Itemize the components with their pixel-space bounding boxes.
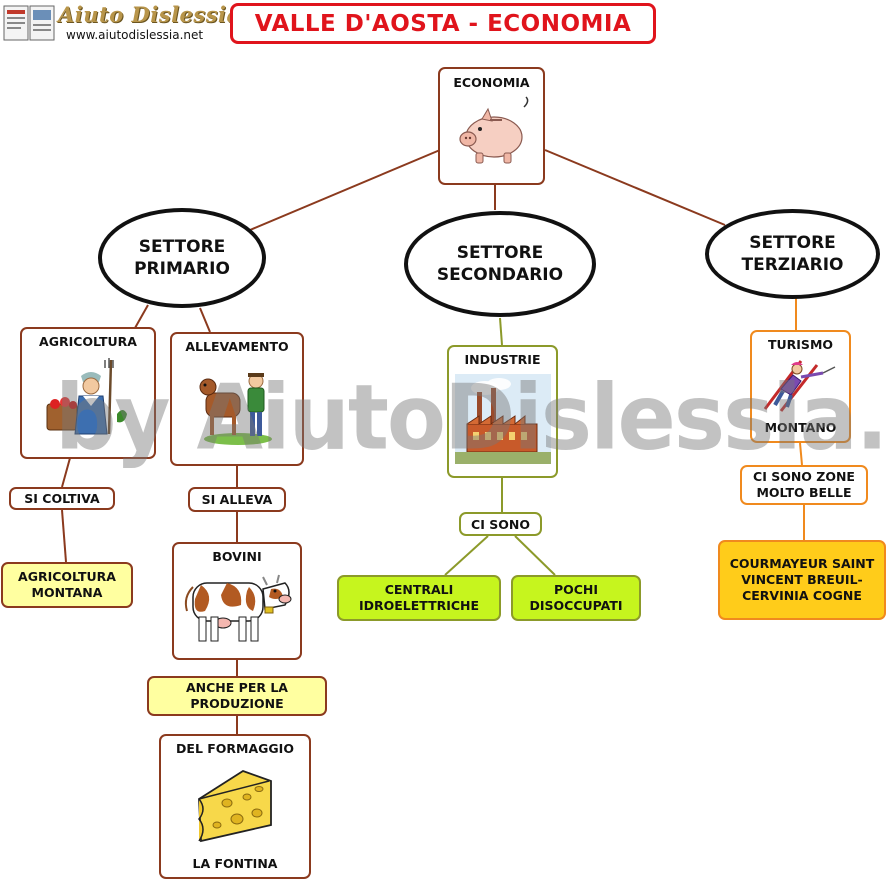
node-pochi-disoccupati: POCHI DISOCCUPATI [511, 575, 641, 621]
sector-primario: SETTORE PRIMARIO [98, 208, 266, 308]
la-fontina-label: LA FONTINA [192, 856, 278, 871]
root-label: ECONOMIA [453, 75, 530, 90]
cow-icon [179, 569, 295, 651]
piggy-bank-icon [452, 93, 532, 177]
cheese-icon [193, 763, 277, 851]
node-ci-sono: CI SONO [459, 512, 542, 536]
node-formaggio: DEL FORMAGGIO LA FONTINA [159, 734, 311, 879]
agricoltura-label: AGRICOLTURA [39, 334, 137, 349]
sector-secondario: SETTORE SECONDARIO [404, 211, 596, 317]
node-ci-sono-zone: CI SONO ZONE MOLTO BELLE [740, 465, 868, 505]
root-node-economia: ECONOMIA [438, 67, 545, 185]
montano-label: MONTANO [764, 420, 837, 435]
node-agricoltura: AGRICOLTURA [20, 327, 156, 459]
node-bovini: BOVINI [172, 542, 302, 660]
turismo-label: TURISMO [767, 337, 834, 352]
sector-terziario: SETTORE TERZIARIO [705, 209, 880, 299]
node-centrali: CENTRALI IDROELETTRICHE [337, 575, 501, 621]
skier-icon [761, 357, 841, 417]
node-anche-produzione: ANCHE PER LA PRODUZIONE [147, 676, 327, 716]
node-agricoltura-montana: AGRICOLTURA MONTANA [1, 562, 133, 608]
logo-title: Aiuto Dislessia [58, 2, 241, 27]
logo-url: www.aiutodislessia.net [66, 28, 204, 42]
farmer-cow-icon [192, 357, 282, 451]
node-si-coltiva: SI COLTIVA [9, 487, 115, 510]
factory-icon [454, 374, 551, 468]
logo-book-icon [2, 2, 58, 44]
page-title: VALLE D'AOSTA - ECONOMIA [230, 3, 656, 44]
bovini-label: BOVINI [212, 549, 262, 564]
node-localita: COURMAYEUR SAINT VINCENT BREUIL-CERVINIA… [718, 540, 886, 620]
node-si-alleva: SI ALLEVA [188, 487, 286, 512]
node-industrie: INDUSTRIE [447, 345, 558, 478]
industrie-label: INDUSTRIE [464, 352, 541, 367]
allevamento-label: ALLEVAMENTO [185, 339, 289, 354]
del-formaggio-label: DEL FORMAGGIO [176, 741, 294, 756]
farmer-icon [43, 354, 133, 442]
node-allevamento: ALLEVAMENTO [170, 332, 304, 466]
node-turismo: TURISMO MONTANO [750, 330, 851, 443]
